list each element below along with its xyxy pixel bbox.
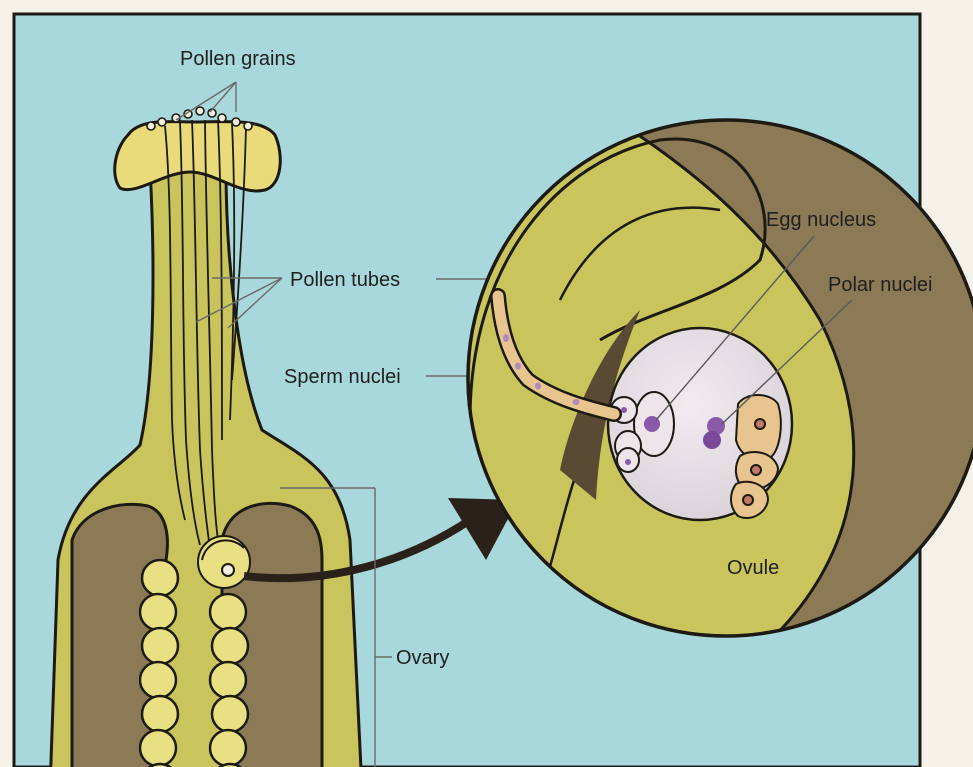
- highlighted-ovule: [198, 536, 250, 588]
- label-ovule: Ovule: [727, 557, 779, 579]
- label-egg-nucleus: Egg nucleus: [766, 209, 876, 231]
- label-pollen-grains: Pollen grains: [180, 48, 296, 70]
- synergid-nucleus: [621, 407, 627, 413]
- ovules-right: [210, 594, 248, 767]
- label-sperm-nuclei: Sperm nuclei: [284, 366, 401, 388]
- polar-nucleus-2: [703, 431, 721, 449]
- label-ovary: Ovary: [396, 647, 449, 669]
- label-polar-nuclei: Polar nuclei: [828, 274, 933, 296]
- synergid-nucleus-2: [625, 459, 631, 465]
- label-pollen-tubes: Pollen tubes: [290, 269, 400, 291]
